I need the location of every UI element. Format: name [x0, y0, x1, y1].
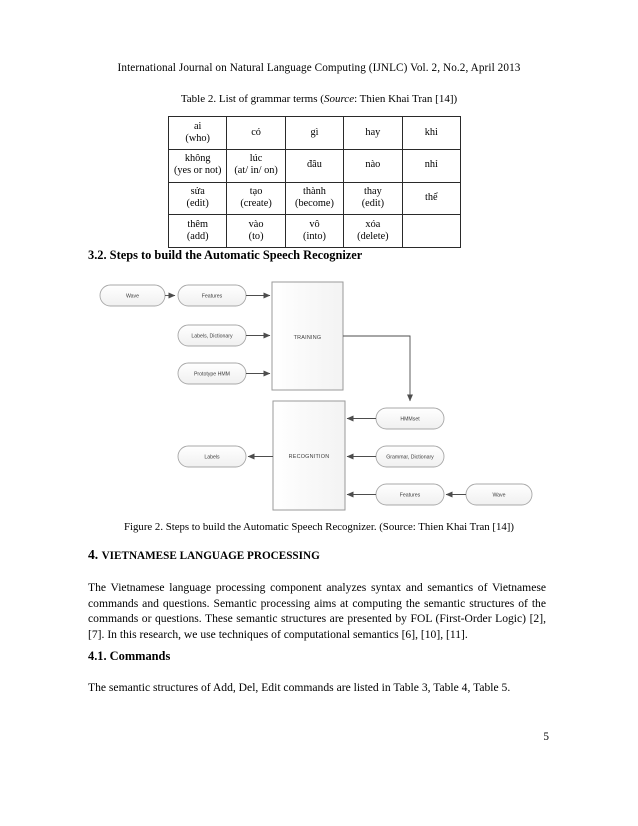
labels-output-node: Labels: [177, 445, 247, 468]
hmmset-node: HMMset: [375, 407, 445, 430]
table-cell: thành (become): [284, 181, 345, 216]
gloss-text: (edit): [361, 198, 385, 210]
table-cell: đâu: [284, 148, 345, 183]
labels-dictionary-label: Labels, Dictionary: [191, 333, 233, 339]
hmmset-label: HMMset: [400, 416, 420, 422]
term-text: vào: [248, 218, 264, 230]
term-text: thể: [424, 192, 438, 204]
gloss-text: (become): [295, 198, 334, 210]
section-4-paragraph: The Vietnamese language processing compo…: [88, 581, 546, 641]
table-cell: vô (into): [284, 214, 345, 249]
wave-top-label: Wave: [126, 293, 139, 299]
table-cell: vào (to): [226, 214, 286, 249]
term-text: tạo: [249, 186, 263, 198]
running-head: International Journal on Natural Languag…: [117, 62, 521, 74]
prototype-hmm-node: Prototype HMM: [177, 362, 247, 385]
term-text: sửa: [190, 186, 205, 198]
section-heading-3-2: 3.2. Steps to build the Automatic Speech…: [88, 248, 363, 262]
table2-caption-source: Source: [323, 93, 355, 105]
table-cell: gì: [284, 116, 345, 150]
grammar-dictionary-node: Grammar, Dictionary: [375, 445, 445, 468]
section-4-number: 4.: [88, 547, 102, 562]
section-4-1-paragraph: The semantic structures of Add, Del, Edi…: [88, 681, 511, 694]
grammar-dictionary-label: Grammar, Dictionary: [386, 454, 434, 460]
table-cell: khi: [401, 116, 462, 150]
term-text: xóa: [365, 218, 381, 230]
table-cell: [401, 214, 462, 249]
term-text: ai: [193, 120, 202, 132]
recognition-label: RECOGNITION: [289, 454, 330, 460]
gloss-text: (yes or not): [173, 165, 222, 177]
term-text: lúc: [249, 153, 263, 165]
term-text: không: [184, 153, 211, 165]
table-cell: xóa (delete): [343, 214, 403, 249]
table2-caption-after: : Thien Khai Tran [14]): [354, 93, 458, 105]
table2-caption: Table 2. List of grammar terms (Source: …: [0, 93, 638, 105]
gloss-text: (create): [240, 198, 272, 210]
recognition-process-box: RECOGNITION: [272, 400, 346, 511]
prototype-hmm-label: Prototype HMM: [194, 371, 230, 377]
section-heading-4: 4. VIETNAMESE LANGUAGE PROCESSING: [88, 547, 320, 563]
table-cell: tạo (create): [226, 181, 286, 216]
term-text: vô: [309, 218, 320, 230]
gloss-text: (edit): [186, 198, 209, 210]
gloss-text: (who): [185, 132, 210, 144]
table2-container: ai (who) có gì hay: [167, 116, 462, 249]
table-cell: thể: [401, 181, 462, 216]
figure2-diagram: TRAINING RECOGNITION Wave Features Label…: [88, 278, 550, 516]
labels-dictionary-node: Labels, Dictionary: [177, 324, 247, 347]
labels-output-label: Labels: [204, 454, 220, 460]
training-process-box: TRAINING: [271, 281, 344, 391]
term-text: thay: [364, 186, 382, 198]
features-bottom-node: Features: [375, 483, 445, 506]
term-text: đâu: [307, 159, 322, 171]
table-cell: sửa (edit): [167, 181, 228, 216]
term-text: nào: [365, 159, 381, 171]
table-row: không (yes or not) lúc (at/ in/ on) đâu …: [167, 148, 462, 183]
table-cell: hay: [343, 116, 403, 150]
table-row: sửa (edit) tạo (create) thành (become) t…: [167, 181, 462, 216]
table-cell: thay (edit): [343, 181, 403, 216]
table-cell: có: [226, 116, 286, 150]
term-text: có: [251, 126, 261, 138]
table-row: ai (who) có gì hay: [167, 116, 462, 150]
section-heading-4-1: 4.1. Commands: [88, 649, 171, 663]
features-bottom-label: Features: [400, 492, 421, 498]
page-number: 5: [543, 731, 549, 743]
arrow-training-to-hmmset: [343, 335, 413, 402]
gloss-text: (delete): [357, 230, 389, 242]
wave-bottom-node: Wave: [465, 483, 533, 506]
features-top-label: Features: [202, 293, 223, 299]
wave-bottom-label: Wave: [492, 492, 505, 498]
training-label: TRAINING: [294, 335, 322, 341]
term-text: thêm: [187, 218, 208, 230]
table-cell: không (yes or not): [167, 148, 228, 183]
grammar-terms-table: ai (who) có gì hay: [167, 116, 462, 249]
term-text: nhỉ: [424, 159, 438, 171]
table-cell: thêm (add): [167, 214, 228, 249]
gloss-text: (into): [303, 230, 326, 242]
gloss-text: (to): [248, 230, 264, 242]
table-cell: nhỉ: [401, 148, 462, 183]
table-cell: ai (who): [167, 116, 228, 150]
term-text: gì: [310, 126, 319, 138]
term-text: khi: [424, 126, 438, 138]
figure2-caption: Figure 2. Steps to build the Automatic S…: [124, 521, 514, 533]
table2-caption-before: Table 2. List of grammar terms (: [180, 93, 324, 105]
table-row: thêm (add) vào (to) vô (into) xóa (delet…: [167, 214, 462, 249]
gloss-text: (add): [186, 230, 209, 242]
table-cell: nào: [343, 148, 403, 183]
features-top-node: Features: [177, 284, 247, 307]
table-cell: lúc (at/ in/ on): [226, 148, 286, 183]
term-text: thành: [303, 186, 326, 198]
section-4-title: VIETNAMESE LANGUAGE PROCESSING: [101, 550, 320, 562]
term-text: hay: [365, 126, 381, 138]
gloss-text: (at/ in/ on): [234, 165, 278, 177]
wave-top-node: Wave: [99, 284, 166, 307]
